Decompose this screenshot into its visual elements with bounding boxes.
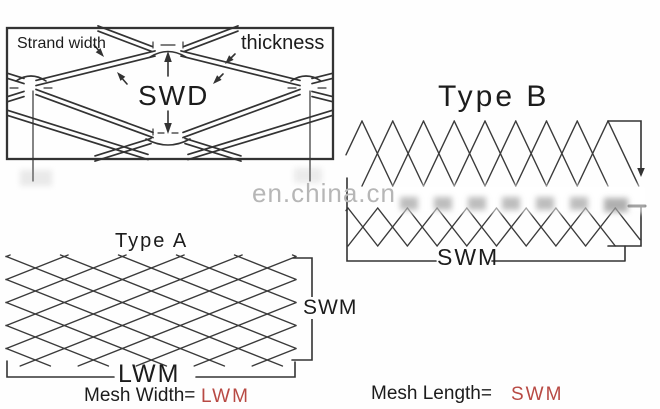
type-b-swm-label: SWM [437,244,500,270]
type-b-bracket-arrow-head [637,168,645,177]
thickness-arrow-head-a [225,55,234,64]
mesh-length-equation-label: Mesh Length= [371,383,492,404]
strand-width-arrow-head-b [117,72,126,81]
type-b-right-lower-bracket [607,206,642,247]
dimension-arrows [93,44,236,134]
strand-width-arrow-head-a [95,48,104,57]
mesh-width-equation-label: Mesh Width= [84,385,196,406]
mesh-width-equation-value: LWM [201,386,250,407]
type-a-swm-label: SWM [301,296,360,320]
type-b-title: Type B [438,80,550,113]
mesh-length-equation-value: SWM [511,384,564,405]
type-a-title: Type A [115,230,189,252]
type-b-swm-dimension-line [346,177,626,262]
type-a-lwm-dimension-line [6,360,296,378]
knuckle-marks [9,41,327,146]
closeup-diagram [5,25,335,182]
swd-arrow-down-head [164,123,172,134]
strand-width-label: Strand width [17,35,106,52]
watermark-text: en.china.cn [252,178,396,208]
type-a-mesh [5,254,297,367]
bond-reference-lines [32,90,311,182]
thickness-label: thickness [241,32,325,54]
swd-arrow-up-head [164,51,172,62]
type-b-right-upper-bracket [607,120,642,171]
closeup-border-box [5,26,335,161]
swd-label: SWD [138,80,210,111]
strand-lines [7,25,333,162]
type-a-lwm-label: LWM [118,360,181,388]
thickness-arrow-head-b [213,75,222,84]
type-b-mesh [345,120,641,247]
